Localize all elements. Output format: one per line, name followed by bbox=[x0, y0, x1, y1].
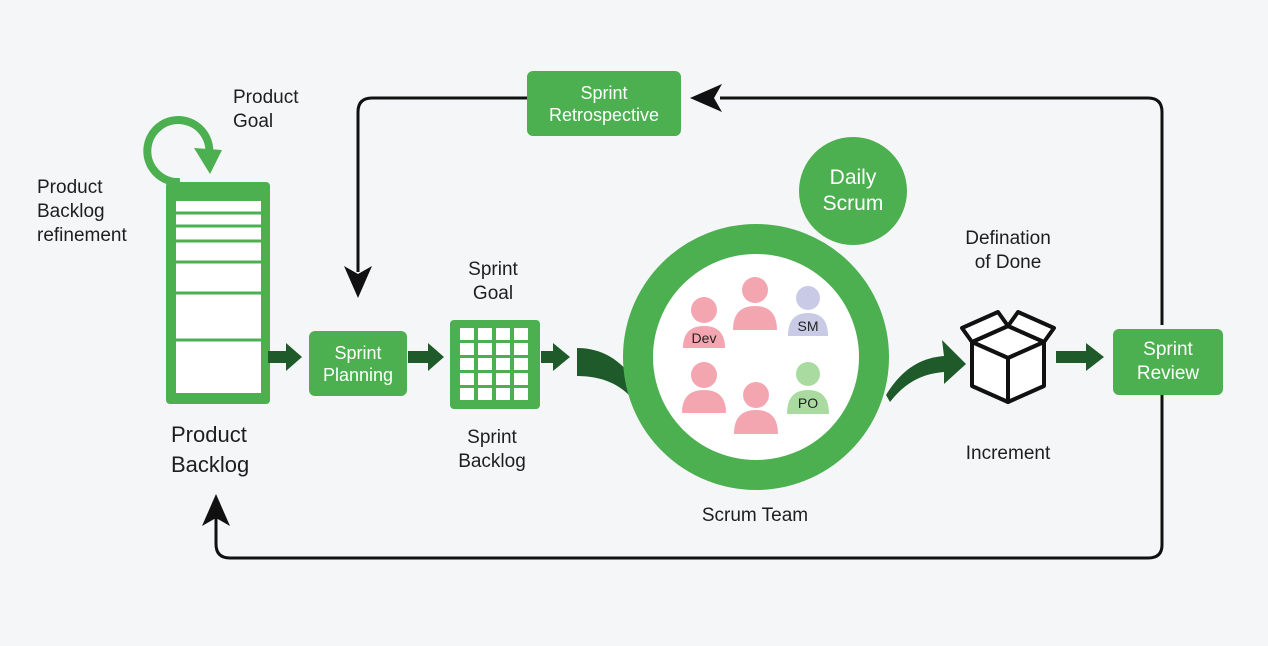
sprint-review-box[interactable]: Sprint Review bbox=[1113, 329, 1223, 395]
sprint-planning-box[interactable]: Sprint Planning bbox=[309, 331, 407, 396]
person-dev-icon bbox=[683, 297, 725, 348]
sprint-retrospective-box[interactable]: Sprint Retrospective bbox=[527, 71, 681, 136]
product-backlog-inner bbox=[176, 201, 261, 393]
person-left-icon bbox=[682, 362, 726, 413]
scrum-team-ring bbox=[623, 224, 889, 490]
sprint-goal-label: Sprint Goal bbox=[468, 259, 518, 304]
feedback-loop-bottom-line bbox=[214, 395, 1164, 560]
daily-scrum-circle[interactable]: Daily Scrum bbox=[799, 137, 907, 245]
sprint-backlog-label: Sprint Backlog bbox=[458, 427, 526, 472]
exit-curve-arrow bbox=[886, 340, 966, 402]
product-backlog-label: Product Backlog bbox=[171, 422, 250, 477]
sprint-backlog-icon bbox=[450, 320, 540, 409]
increment-box-icon bbox=[960, 310, 1056, 404]
product-backlog-rows bbox=[176, 211, 261, 342]
increment-label: Increment bbox=[965, 443, 1051, 464]
person-bottom-icon bbox=[734, 382, 778, 434]
arrowhead-down-icon bbox=[344, 266, 372, 298]
arrowhead-up-icon bbox=[202, 494, 230, 526]
person-sm-icon bbox=[788, 286, 828, 336]
role-dev-label: Dev bbox=[691, 330, 717, 346]
role-sm-label: SM bbox=[797, 318, 819, 334]
sprint-backlog-cells bbox=[460, 328, 528, 400]
role-po-label: PO bbox=[797, 395, 819, 411]
retro-to-planning-line bbox=[356, 96, 528, 272]
flow-arrows bbox=[268, 343, 1104, 371]
person-top-icon bbox=[733, 277, 777, 330]
scrum-team-label: Scrum Team bbox=[701, 505, 809, 526]
product-goal-cycle-icon bbox=[143, 116, 214, 187]
cycle-arrowhead-icon bbox=[194, 148, 222, 174]
feedback-loop-top-line bbox=[720, 96, 1164, 325]
person-po-icon bbox=[787, 362, 829, 414]
backlog-refinement-label: Product Backlog refinement bbox=[37, 177, 127, 246]
definition-of-done-label: Defination of Done bbox=[965, 228, 1051, 273]
arrowhead-left-icon bbox=[690, 84, 722, 112]
product-goal-label: Product Goal bbox=[233, 87, 299, 132]
